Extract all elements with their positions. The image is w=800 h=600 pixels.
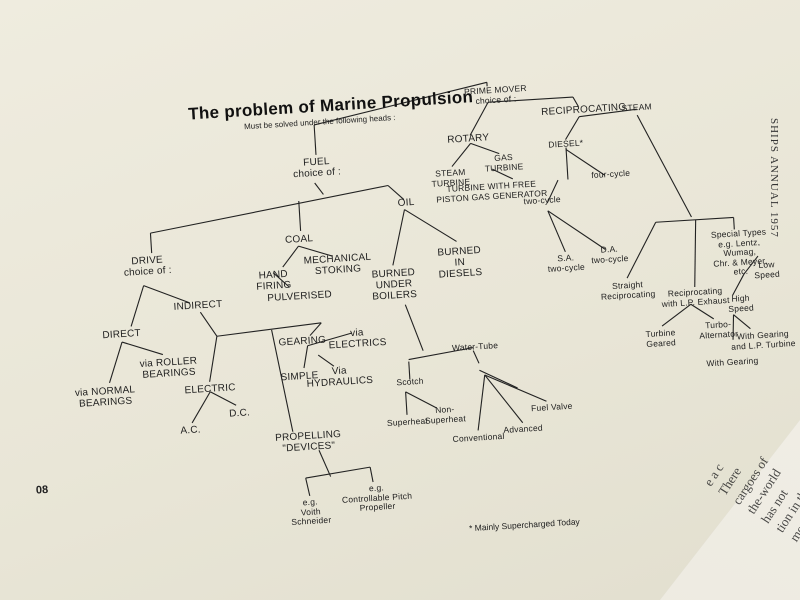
node-via-electrics: via ELECTRICS [328, 327, 387, 352]
node-burned-in-diesels: BURNED IN DIESELS [437, 244, 483, 281]
node-ac: A.C. [180, 424, 202, 437]
node-dc: D.C. [228, 407, 251, 420]
node-non-superheat: Non- Superheat [424, 403, 467, 426]
node-oil: OIL [397, 196, 415, 209]
node-drive: DRIVE choice of : [123, 254, 172, 279]
node-coal: COAL [284, 233, 314, 246]
node-sa-two-cycle: S.A. two-cycle [547, 252, 586, 274]
node-steam: STEAM [621, 101, 653, 114]
node-burned-under-boilers: BURNED UNDER BOILERS [371, 267, 418, 303]
node-via-roller-bearings: via ROLLER BEARINGS [139, 355, 198, 381]
node-voith-schneider: e.g. Voith Schneider [291, 496, 332, 528]
node-hand-firing: HAND FIRING [256, 268, 292, 293]
page-number: 08 [35, 483, 49, 497]
node-via-hydraulics: Via HYDRAULICS [306, 365, 374, 390]
node-prime-mover: PRIME MOVER choice of : [463, 82, 527, 106]
node-controllable-pitch: e.g. Controllable Pitch Propeller [341, 482, 413, 513]
node-turbine-geared: Turbine Geared [645, 327, 677, 349]
node-da-two-cycle: D.A. two-cycle [590, 243, 629, 265]
node-with-gearing-lp-turbine: With Gearing and L.P. Turbine [730, 328, 796, 352]
running-head: SHIPS ANNUAL 1957 [768, 118, 780, 238]
node-scotch: Scotch [396, 375, 424, 388]
node-mechanical-stoking: MECHANICAL STOKING [303, 251, 372, 278]
node-fuel: FUEL choice of : [292, 156, 342, 181]
node-propelling-devices: PROPELLING "DEVICES" [274, 428, 342, 455]
node-straight-reciprocating: Straight Reciprocating [600, 279, 656, 302]
node-gas-turbine: GAS TURBINE [484, 151, 524, 174]
node-direct: DIRECT [102, 327, 142, 342]
node-high-speed: High Speed [728, 292, 755, 314]
node-low-speed: Low Speed [754, 259, 781, 280]
node-via-normal-bearings: via NORMAL BEARINGS [74, 384, 136, 410]
